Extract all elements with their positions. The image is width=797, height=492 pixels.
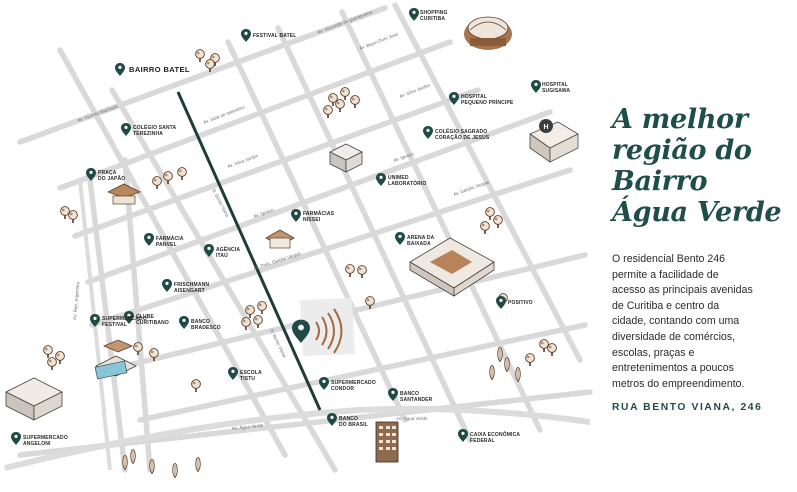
neighborhood-map[interactable]: H Av. Visconde d <box>0 0 600 492</box>
poi-festival-batel: FESTIVAL BATEL <box>253 33 297 39</box>
poi-positivo: POSITIVO <box>508 300 533 306</box>
neighborhood-pin-icon <box>115 63 125 76</box>
svg-text:Av. Água Verde: Av. Água Verde <box>396 415 428 421</box>
hospital-icon: H <box>529 119 579 163</box>
svg-text:Av. Rep. Argentina: Av. Rep. Argentina <box>72 281 80 320</box>
svg-text:Av. Silva Jardim: Av. Silva Jardim <box>227 153 259 169</box>
house-icon <box>265 229 295 249</box>
svg-text:Av. Bispo Dom José: Av. Bispo Dom José <box>359 31 399 50</box>
supermarket-building-icon <box>5 377 63 421</box>
info-panel: A melhor região do Bairro Água Verde O r… <box>612 104 792 413</box>
svg-text:Av. Água Verde: Av. Água Verde <box>231 422 263 431</box>
shopping-mall-icon <box>464 16 512 50</box>
headline: A melhor região do Bairro Água Verde <box>612 104 782 228</box>
tower-building-icon <box>375 421 399 463</box>
neighborhood-label: BAIRRO BATEL <box>129 65 190 74</box>
stadium-icon <box>409 237 495 297</box>
club-pool-icon <box>94 339 137 380</box>
svg-text:Av. Silva Jardim: Av. Silva Jardim <box>399 83 431 99</box>
highlighted-avenue <box>176 91 322 411</box>
street-grid <box>17 2 593 473</box>
svg-text:H: H <box>543 124 548 131</box>
school-building-icon <box>329 143 363 173</box>
svg-text:Av. Getúlio Vargas: Av. Getúlio Vargas <box>453 179 491 197</box>
project-area <box>300 298 355 356</box>
description: O residencial Bento 246 permite a facili… <box>612 253 753 390</box>
japanese-pavilion-icon <box>107 183 141 205</box>
signal-waves <box>315 308 343 354</box>
poi-pins <box>11 8 541 445</box>
address: RUA BENTO VIANA, 246 <box>612 402 763 414</box>
